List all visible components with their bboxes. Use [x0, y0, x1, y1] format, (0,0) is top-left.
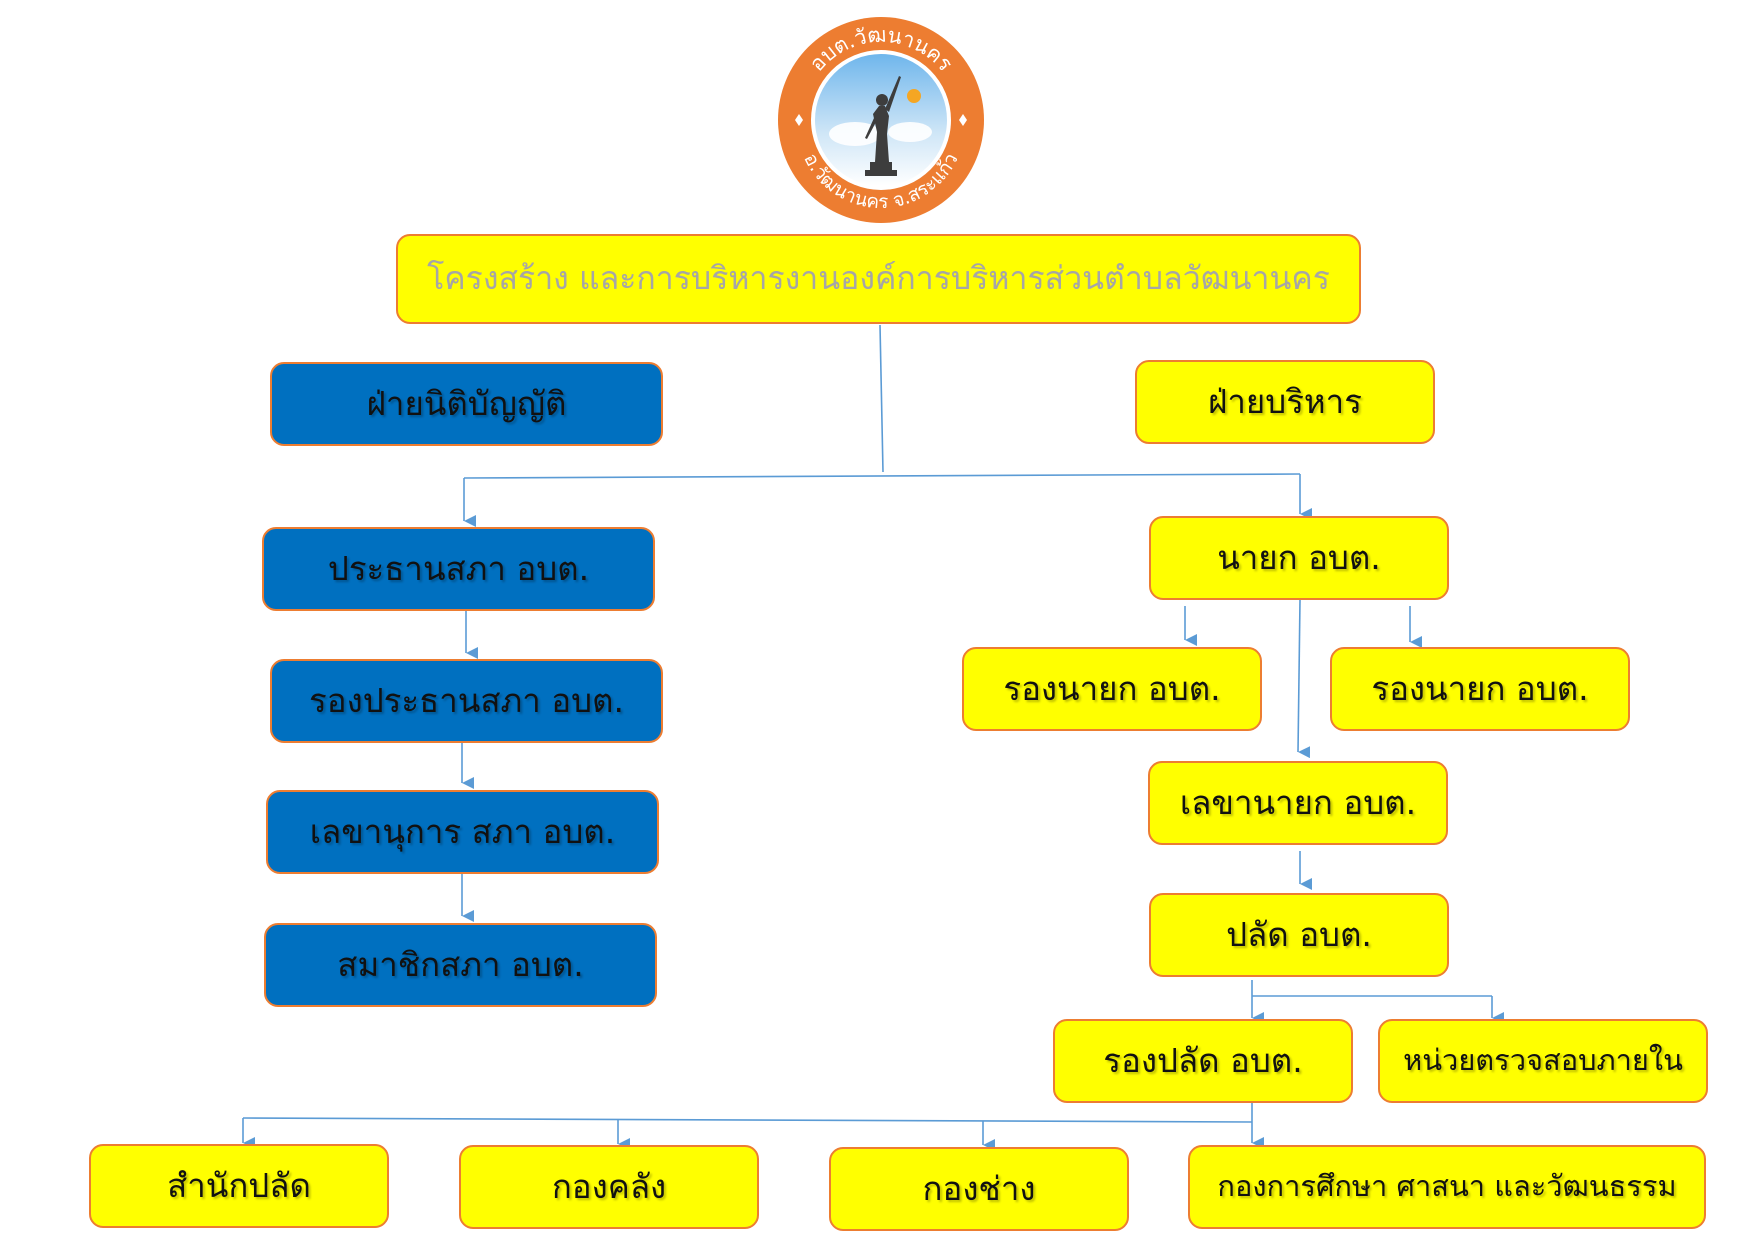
- council-vice-president-box: รองประธานสภา อบต.: [270, 659, 663, 743]
- main-split-line: [463, 473, 1301, 479]
- finance-division-box: กองคลัง: [459, 1145, 759, 1229]
- office-of-chief-box: สำนักปลัด: [89, 1144, 389, 1228]
- chief-admin-box: ปลัด อบต.: [1149, 893, 1449, 977]
- chart-title: โครงสร้าง และการบริหารงานองค์การบริหารส่…: [396, 234, 1361, 324]
- deputy-mayor-1-box: รองนายก อบต.: [962, 647, 1262, 731]
- title-trunk-line: [879, 324, 884, 473]
- deputy-mayor-2-box: รองนายก อบต.: [1330, 647, 1630, 731]
- executive-heading: ฝ่ายบริหาร: [1135, 360, 1435, 444]
- divisions-split-line: [242, 1117, 1253, 1123]
- to-mayor-secretary: [1297, 599, 1311, 759]
- council-secretary-box: เลขานุการ สภา อบต.: [266, 790, 659, 874]
- legislative-heading: ฝ่ายนิติบัญญัติ: [270, 362, 663, 446]
- mayor-secretary-box: เลขานายก อบต.: [1148, 761, 1448, 845]
- education-division-box: กองการศึกษา ศาสนา และวัฒนธรรม: [1188, 1145, 1706, 1229]
- council-president-box: ประธานสภา อบต.: [262, 527, 655, 611]
- internal-audit-box: หน่วยตรวจสอบภายใน: [1378, 1019, 1708, 1103]
- organization-seal-logo: อบต.วัฒนานคร อ.วัฒนานคร จ.สระแก้ว: [778, 17, 984, 223]
- deputy-chief-admin-box: รองปลัด อบต.: [1053, 1019, 1353, 1103]
- engineering-division-box: กองช่าง: [829, 1147, 1129, 1231]
- mayor-box: นายก อบต.: [1149, 516, 1449, 600]
- council-members-box: สมาชิกสภา อบต.: [264, 923, 657, 1007]
